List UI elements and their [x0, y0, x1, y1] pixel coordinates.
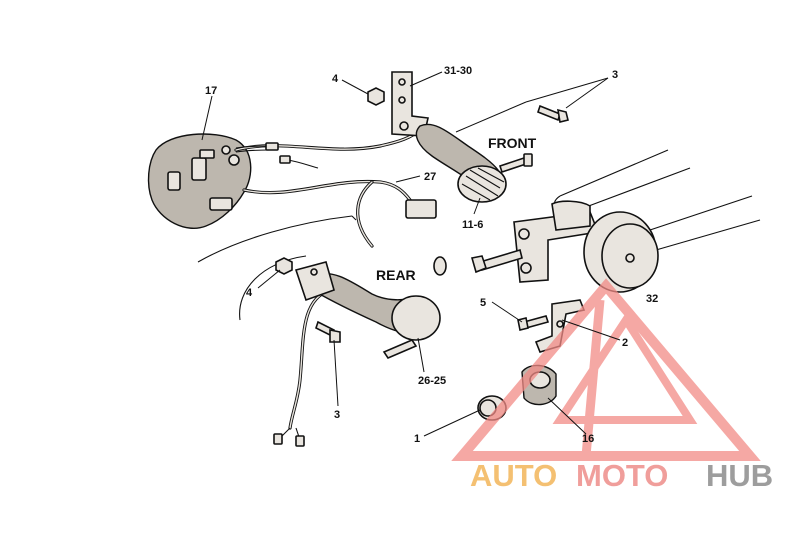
bolt-horn	[470, 248, 523, 274]
nut-top	[367, 87, 385, 106]
watermark-moto: MOTO	[576, 458, 668, 493]
front-connector	[265, 142, 279, 151]
rear-bracket	[294, 261, 335, 302]
callout-3-bottom: 3	[334, 409, 340, 421]
fairing-outline	[197, 215, 357, 321]
callout-11-6: 11-6	[462, 219, 483, 231]
label-front: FRONT	[488, 135, 537, 151]
screw-5	[517, 315, 550, 331]
bulb-rear	[433, 256, 447, 276]
horn-bracket	[513, 200, 600, 283]
leader-lines	[201, 71, 621, 437]
callout-1: 1	[414, 433, 420, 445]
callout-16: 16	[582, 433, 594, 445]
frame-tube-outline	[554, 149, 761, 251]
horn	[583, 211, 659, 293]
rear-turn-signal	[315, 272, 441, 341]
callout-4-top: 4	[332, 73, 339, 85]
watermark-auto: AUTO	[470, 458, 557, 493]
callout-3-top: 3	[612, 69, 618, 81]
handlebar-switch	[147, 133, 252, 229]
wiring-harness	[234, 126, 437, 447]
bolt-front	[498, 153, 533, 174]
watermark-text: AUTO MOTO HUB	[470, 458, 773, 493]
callout-2: 2	[622, 337, 628, 349]
callout-26-25: 26-25	[418, 375, 446, 387]
callout-27: 27	[424, 171, 436, 183]
callout-31-30: 31-30	[444, 65, 472, 77]
callout-4-left: 4	[246, 287, 253, 299]
label-rear: REAR	[376, 267, 416, 283]
bolt-bottom	[315, 320, 341, 343]
harness-plug	[405, 199, 437, 219]
callout-5: 5	[480, 297, 486, 309]
front-turn-signal	[415, 123, 507, 203]
screw-rear	[382, 339, 418, 359]
front-bracket	[391, 71, 429, 137]
callout-17: 17	[205, 85, 217, 97]
watermark-hub: HUB	[706, 458, 773, 493]
bolt-top	[537, 104, 569, 123]
callouts: 17 4 31-30 3 FRONT 27 11-6 REAR 4 5 32 2…	[205, 65, 658, 445]
callout-32: 32	[646, 293, 658, 305]
watermark-logo	[451, 278, 761, 461]
